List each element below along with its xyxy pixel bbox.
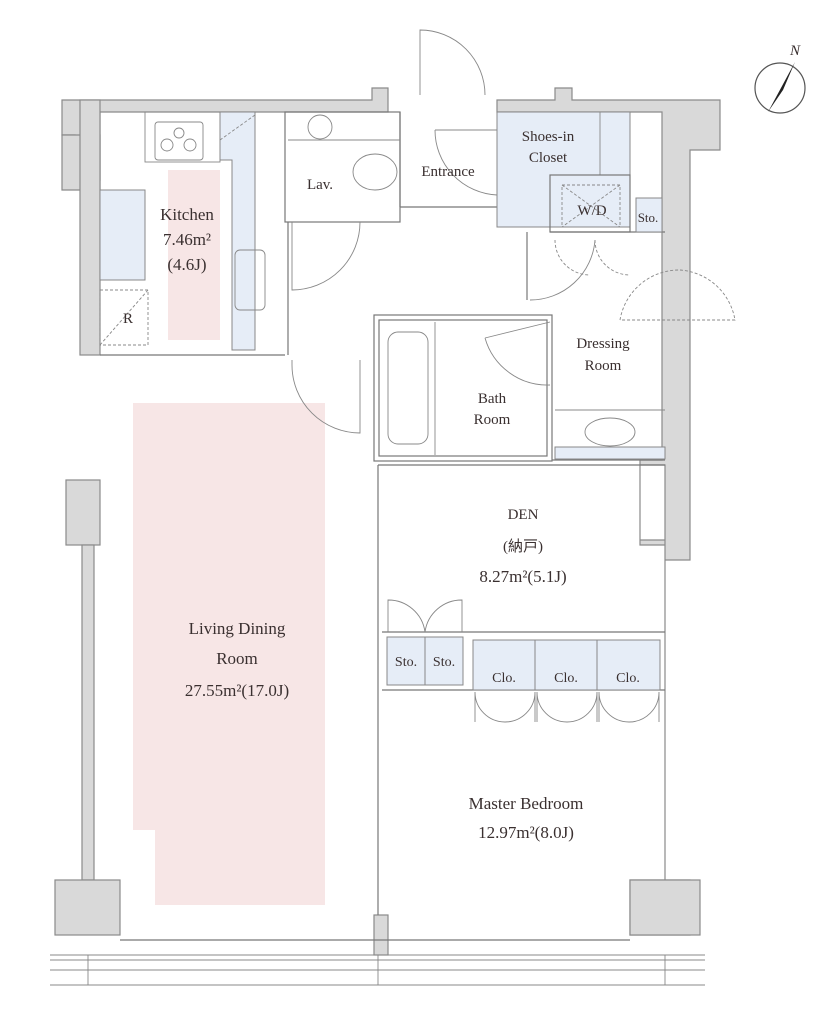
stove-icon	[154, 121, 204, 161]
storage-2-label: Sto.	[433, 655, 455, 670]
fridge-cabinet	[99, 189, 146, 281]
kitchen-label: Kitchen	[160, 205, 214, 224]
lav-sink-icon	[307, 114, 333, 140]
north-label: N	[789, 43, 801, 59]
storage-top-label: Sto.	[638, 210, 659, 225]
fridge-space	[99, 289, 149, 346]
shoes-closet-label-2: Closet	[529, 150, 568, 166]
kitchen-fixtures	[99, 111, 266, 351]
bathtub-icon	[387, 331, 429, 445]
storage-1-label: Sto.	[395, 655, 417, 670]
master-bedroom-area: 12.97m²(8.0J)	[478, 823, 574, 842]
den-sub-label: (納戸)	[503, 538, 543, 555]
bath-room-label: Bath	[478, 391, 507, 407]
fridge-label: R	[123, 311, 133, 327]
closet-2-label: Clo.	[554, 671, 578, 686]
kitchen-floor-highlight	[168, 170, 220, 340]
dressing-room-label-2: Room	[585, 358, 622, 374]
shoes-closet-label: Shoes-in	[522, 129, 575, 145]
den-label: DEN	[508, 507, 539, 523]
wd-label: W/D	[577, 203, 606, 219]
storage-top	[635, 197, 663, 233]
washbasin-icon	[584, 417, 636, 447]
kitchen-area: 7.46m²	[163, 230, 211, 249]
den-area: 8.27m²(5.1J)	[479, 567, 566, 586]
bath-room-label-2: Room	[474, 412, 511, 428]
living-floor-highlight	[133, 403, 325, 905]
living-label-2: Room	[216, 649, 258, 668]
sink-icon	[234, 249, 266, 311]
doors	[291, 29, 736, 723]
dressing-room-label: Dressing	[576, 336, 630, 352]
north-compass: N	[754, 43, 806, 114]
closet-1-label: Clo.	[492, 671, 516, 686]
living-label: Living Dining	[189, 619, 286, 638]
entrance-door	[419, 29, 486, 96]
shoes-closet	[496, 111, 631, 228]
kitchen-jou: (4.6J)	[167, 255, 206, 274]
toilet-icon	[352, 153, 398, 191]
living-area: 27.55m²(17.0J)	[185, 681, 289, 700]
north-arrow-icon	[768, 62, 795, 112]
entrance-label: Entrance	[421, 164, 475, 180]
balcony-rail	[50, 954, 705, 986]
lav-label: Lav.	[307, 177, 333, 193]
closet-3-label: Clo.	[616, 671, 640, 686]
master-bedroom-label: Master Bedroom	[469, 794, 584, 813]
